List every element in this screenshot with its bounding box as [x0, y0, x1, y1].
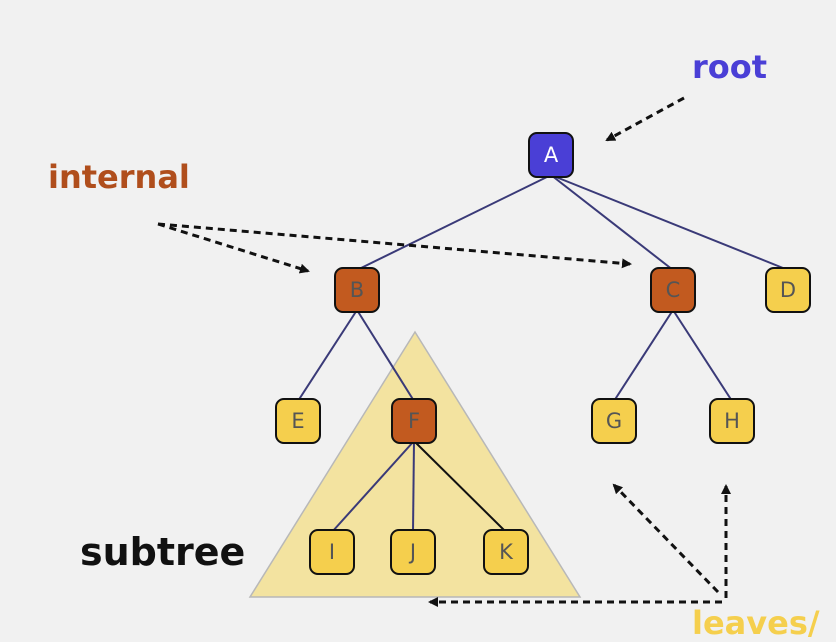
- edge-f-k: [413, 440, 507, 533]
- node-h: H: [709, 398, 755, 444]
- root-arrow: [605, 96, 685, 142]
- node-f: F: [391, 398, 437, 444]
- edge-f-j: [412, 440, 415, 533]
- leaves-label: leaves/: [692, 604, 820, 642]
- internal-label: internal: [48, 158, 190, 196]
- node-b: B: [334, 267, 380, 313]
- node-e: E: [275, 398, 321, 444]
- node-i: I: [309, 529, 355, 575]
- subtree-label: subtree: [80, 530, 246, 574]
- node-a: A: [528, 132, 574, 178]
- node-c: C: [650, 267, 696, 313]
- edge-b-e: [297, 309, 358, 402]
- node-k: K: [483, 529, 529, 575]
- internal-arrow-to-b: [157, 222, 310, 274]
- edge-b-f: [356, 309, 415, 402]
- edge-f-i: [331, 440, 415, 533]
- node-j: J: [390, 529, 436, 575]
- root-label: root: [692, 48, 768, 86]
- edge-c-g: [613, 309, 674, 402]
- edge-c-h: [672, 309, 733, 402]
- node-d: D: [765, 267, 811, 313]
- internal-arrow-to-c: [157, 222, 632, 269]
- node-g: G: [591, 398, 637, 444]
- edge-a-d: [550, 174, 789, 271]
- edge-a-c: [550, 174, 674, 271]
- leaves-arrow-to-g: [612, 483, 720, 594]
- edge-a-b: [356, 174, 552, 271]
